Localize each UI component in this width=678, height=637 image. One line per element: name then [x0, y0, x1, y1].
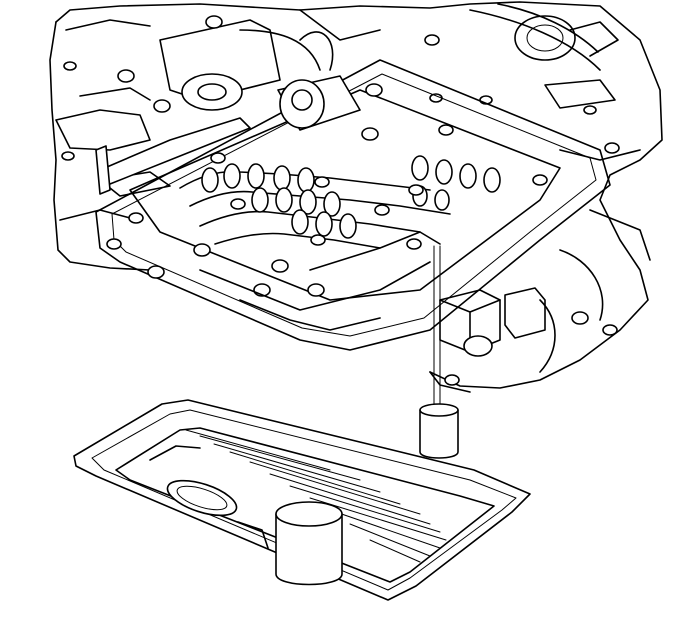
alignment-guide [419, 245, 459, 459]
oil-pan [73, 399, 531, 601]
valve-spools [201, 155, 501, 239]
solenoid [159, 19, 361, 131]
transmission-case [49, 1, 663, 393]
pan-magnet [275, 501, 343, 586]
valve-body [95, 15, 611, 351]
